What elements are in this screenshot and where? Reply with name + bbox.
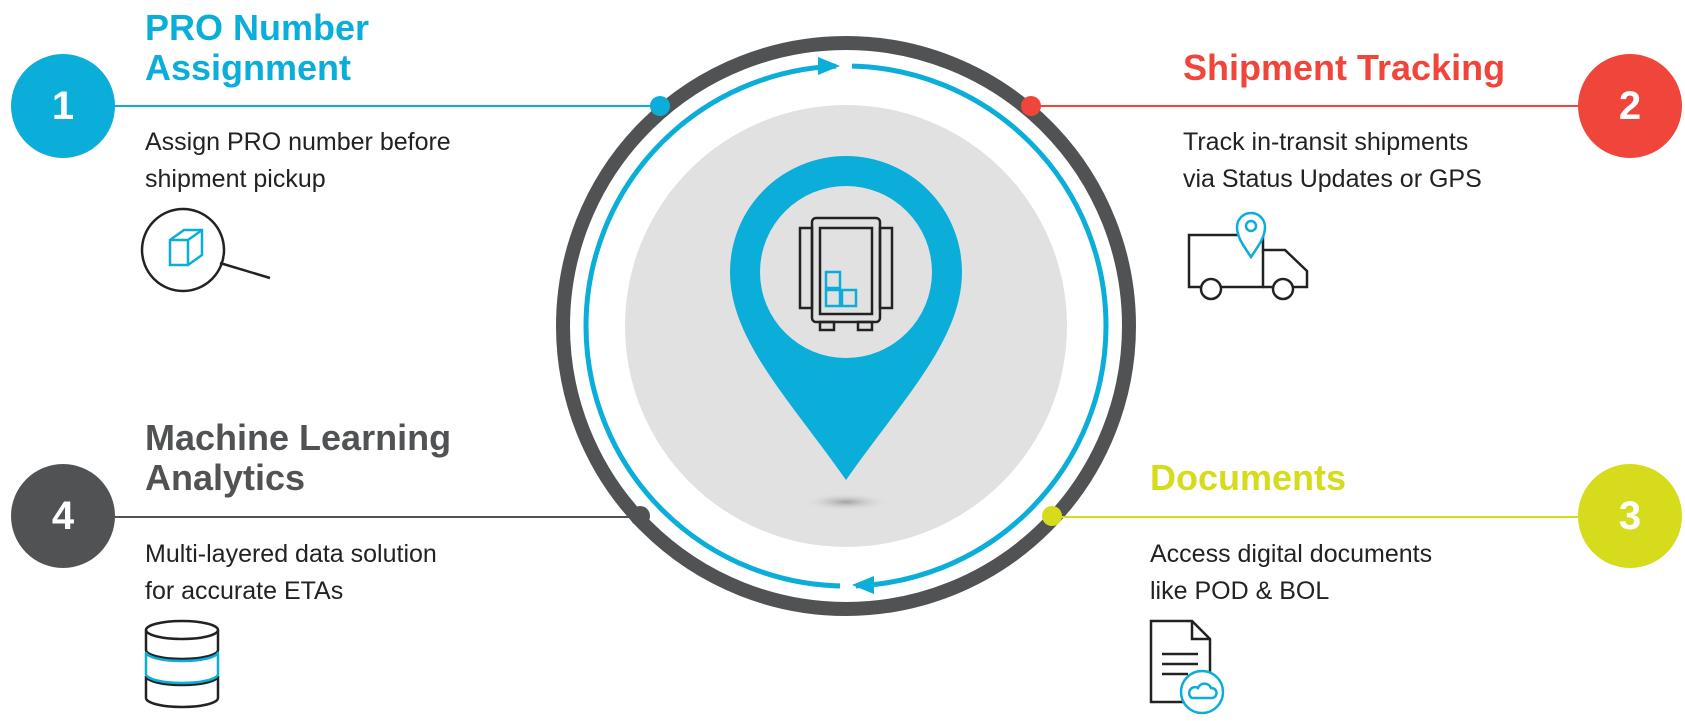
step-2-desc-line: Track in-transit shipments (1183, 128, 1469, 156)
cycle-arrow-bottom (852, 576, 874, 594)
connector-dot-1 (650, 96, 670, 116)
step-2-title-line: Shipment Tracking (1183, 47, 1506, 88)
step-2-badge: 2 (1578, 54, 1682, 158)
step-1-desc-line: Assign PRO number before (145, 128, 451, 156)
step-2-title: Shipment Tracking (1183, 48, 1505, 88)
trailer-boxes-icon (798, 216, 894, 332)
step-4-description: Multi-layered data solution for accurate… (145, 536, 437, 610)
connector-dot-4 (630, 506, 650, 526)
step-3-desc-line: Access digital documents (1150, 540, 1433, 568)
truck-location-icon (1187, 211, 1309, 301)
step-2-desc-line: via Status Updates or GPS (1183, 165, 1482, 193)
step-4-desc-line: Multi-layered data solution (145, 540, 437, 568)
step-4-number: 4 (51, 493, 75, 538)
connector-line-1 (110, 105, 660, 107)
step-3-title: Documents (1150, 458, 1346, 498)
cycle-arrow-top (818, 57, 840, 75)
connector-dot-3 (1042, 506, 1062, 526)
document-cloud-icon (1149, 619, 1225, 715)
step-1-badge: 1 (11, 54, 115, 158)
step-3-badge: 3 (1578, 464, 1682, 568)
step-4-title-line: Analytics (145, 457, 306, 498)
step-1-description: Assign PRO number before shipment pickup (145, 124, 451, 198)
box-magnifier-icon (140, 207, 271, 293)
step-2-description: Track in-transit shipments via Status Up… (1183, 124, 1482, 198)
step-1-title-line: Assignment (145, 47, 352, 88)
step-3-description: Access digital documents like POD & BOL (1150, 536, 1432, 610)
step-1-title-line: PRO Number (145, 7, 370, 48)
step-2-number: 2 (1618, 83, 1642, 128)
database-icon (144, 619, 220, 709)
connector-line-3 (1060, 516, 1580, 518)
step-1-number: 1 (51, 83, 75, 128)
step-4-badge: 4 (11, 464, 115, 568)
step-3-number: 3 (1618, 493, 1642, 538)
pin-shadow (802, 493, 890, 511)
outer-ring (556, 36, 1136, 616)
connector-dot-2 (1021, 96, 1041, 116)
step-3-desc-line: like POD & BOL (1150, 577, 1330, 605)
step-3-title-line: Documents (1150, 457, 1347, 498)
connector-line-2 (1040, 105, 1580, 107)
step-1-title: PRO Number Assignment (145, 8, 369, 88)
step-4-title-line: Machine Learning (145, 417, 452, 458)
connector-line-4 (110, 516, 640, 518)
step-4-title: Machine Learning Analytics (145, 418, 451, 498)
step-1-desc-line: shipment pickup (145, 165, 326, 193)
step-4-desc-line: for accurate ETAs (145, 577, 344, 605)
